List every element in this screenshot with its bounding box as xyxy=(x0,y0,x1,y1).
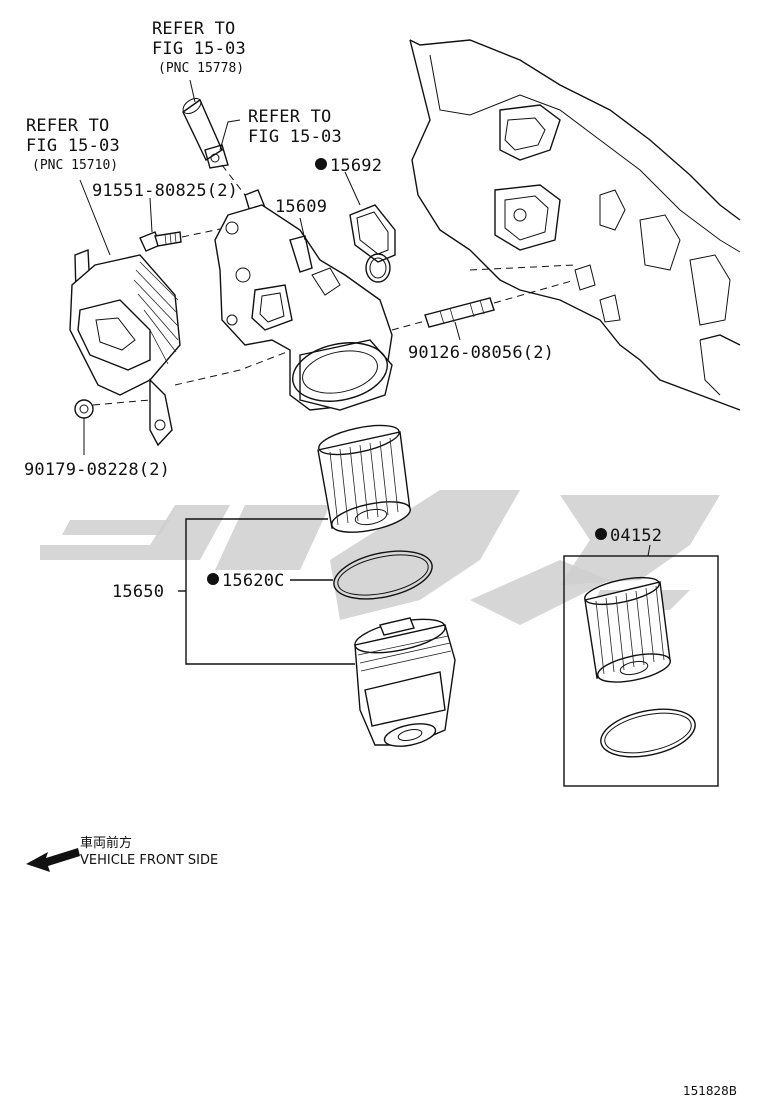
filter-housing xyxy=(214,204,393,411)
direction-jp: 車両前方 xyxy=(80,835,132,851)
gasket-15692 xyxy=(349,204,396,283)
bolt-91551 xyxy=(139,227,226,252)
new-part-dot-gasket xyxy=(315,158,327,170)
refer-top-line2: FIG 15-03 xyxy=(152,39,246,59)
refer-top-line1: REFER TO xyxy=(152,19,235,39)
filter-element xyxy=(317,424,411,533)
part-label-bolt: 91551-80825(2) xyxy=(92,181,238,201)
plug-90179 xyxy=(74,399,151,419)
part-label-gasket: 15692 xyxy=(330,156,382,176)
part-label-oring: 15620C xyxy=(222,571,285,591)
new-part-dot-element-kit xyxy=(595,528,607,540)
part-label-filter-assy: 15650 xyxy=(112,582,164,602)
part-label-housing: 15609 xyxy=(275,197,327,217)
new-part-dot-oring xyxy=(207,573,219,585)
front-side-arrow-icon xyxy=(26,848,80,872)
part-label-stud: 90126-08056(2) xyxy=(408,343,554,363)
leader-lines xyxy=(79,79,651,557)
element-kit-box xyxy=(563,555,719,787)
engine-block xyxy=(409,39,741,411)
refer-mid-line2: FIG 15-03 xyxy=(248,127,342,147)
refer-mid-line1: REFER TO xyxy=(248,107,331,127)
refer-left-pnc: (PNC 15710) xyxy=(32,158,118,173)
oil-cooler xyxy=(69,248,306,447)
part-label-element-kit: 04152 xyxy=(610,526,662,546)
filter-cap xyxy=(354,617,456,747)
refer-top-pnc: (PNC 15778) xyxy=(158,61,244,76)
watermark-logo xyxy=(40,490,720,625)
stud-90126 xyxy=(391,279,576,331)
refer-left-line2: FIG 15-03 xyxy=(26,136,120,156)
part-label-plug-gasket: 90179-08228(2) xyxy=(24,460,170,480)
figure-number: 151828B xyxy=(683,1084,737,1098)
oring-15620c xyxy=(333,550,433,600)
refer-left-line1: REFER TO xyxy=(26,116,109,136)
direction-en: VEHICLE FRONT SIDE xyxy=(80,853,218,868)
assembly-bracket xyxy=(178,518,355,665)
cooler-fins xyxy=(133,261,179,365)
